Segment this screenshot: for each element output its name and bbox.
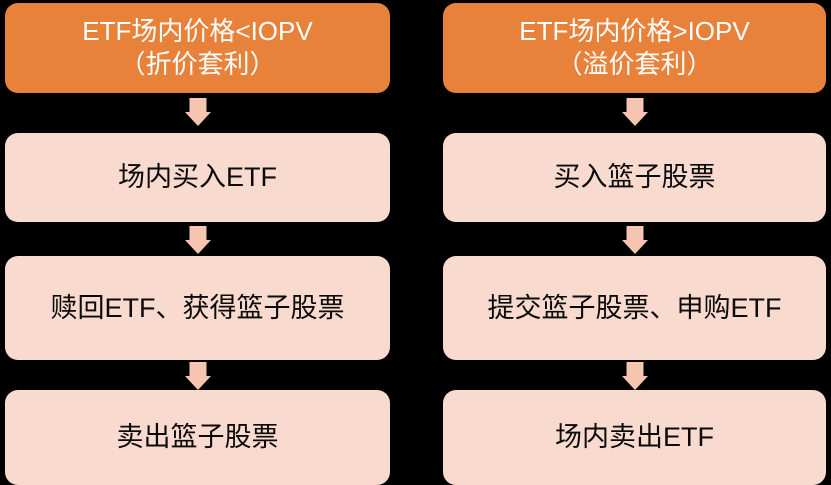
flow-header-discount-arbitrage-label: ETF场内价格<IOPV （折价套利） — [82, 15, 313, 79]
arrow-head — [184, 112, 211, 126]
flow-step-premium-2: 提交篮子股票、申购ETF — [443, 256, 826, 360]
flow-step-discount-2-label: 赎回ETF、获得篮子股票 — [50, 292, 345, 323]
flow-step-premium-3-label: 场内卖出ETF — [555, 422, 714, 453]
arrow-down-icon — [184, 362, 211, 390]
flow-step-discount-3-label: 卖出篮子股票 — [116, 422, 279, 453]
arrow-down-icon — [184, 226, 211, 254]
flow-column-discount-arbitrage: ETF场内价格<IOPV （折价套利） 场内买入ETF 赎回ETF、获得篮子股票… — [5, 0, 390, 485]
arrow-head — [621, 112, 648, 126]
arrow-shaft — [189, 362, 206, 378]
flow-step-discount-2: 赎回ETF、获得篮子股票 — [5, 256, 390, 360]
flow-header-discount-arbitrage: ETF场内价格<IOPV （折价套利） — [5, 3, 390, 93]
flow-column-premium-arbitrage: ETF场内价格>IOPV （溢价套利） 买入篮子股票 提交篮子股票、申购ETF … — [443, 0, 826, 485]
flow-step-premium-2-label: 提交篮子股票、申购ETF — [487, 292, 782, 323]
arrow-down-icon — [621, 98, 648, 126]
arrow-shaft — [626, 98, 643, 114]
flow-step-premium-3: 场内卖出ETF — [443, 390, 826, 485]
arrow-shaft — [626, 226, 643, 242]
arrow-shaft — [626, 362, 643, 378]
arrow-down-icon — [184, 98, 211, 126]
flow-header-premium-arbitrage: ETF场内价格>IOPV （溢价套利） — [443, 3, 826, 93]
flow-step-premium-1: 买入篮子股票 — [443, 133, 826, 222]
flow-step-discount-3: 卖出篮子股票 — [5, 390, 390, 485]
arrow-head — [621, 240, 648, 254]
arrow-down-icon — [621, 362, 648, 390]
arrow-down-icon — [621, 226, 648, 254]
flow-header-premium-arbitrage-label: ETF场内价格>IOPV （溢价套利） — [519, 15, 750, 79]
arrow-head — [184, 376, 211, 390]
arrow-shaft — [189, 98, 206, 114]
arrow-shaft — [189, 226, 206, 242]
arrow-head — [621, 376, 648, 390]
flow-step-discount-1: 场内买入ETF — [5, 133, 390, 222]
arrow-head — [184, 240, 211, 254]
flow-step-premium-1-label: 买入篮子股票 — [553, 162, 716, 193]
flow-step-discount-1-label: 场内买入ETF — [118, 162, 277, 193]
